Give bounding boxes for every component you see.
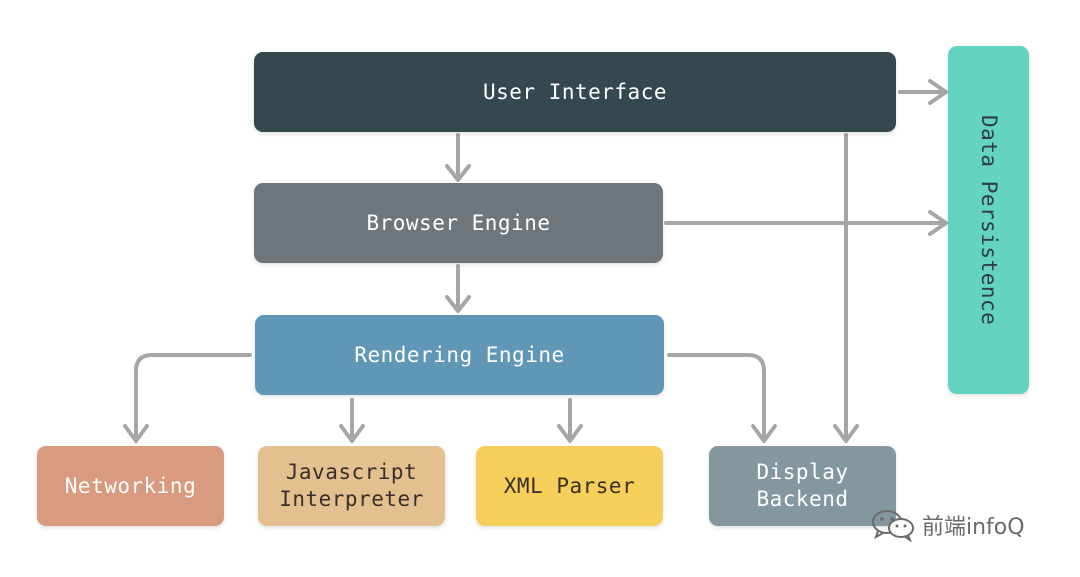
browser-engine-box: Browser Engine xyxy=(254,183,663,263)
data-persistence-box: Data Persistence xyxy=(948,46,1029,394)
rendering-engine-label: Rendering Engine xyxy=(354,342,565,367)
xml-parser-box: XML Parser xyxy=(476,446,663,526)
watermark-text: 前端infoQ xyxy=(922,515,1025,540)
javascript-interpreter-label: Javascript Interpreter xyxy=(279,460,424,511)
display-backend-label: Display Backend xyxy=(756,460,849,511)
networking-label: Networking xyxy=(64,473,197,498)
xml-parser-label: XML Parser xyxy=(503,473,636,498)
user-interface-box: User Interface xyxy=(254,52,896,132)
rendering-engine-box: Rendering Engine xyxy=(255,315,664,395)
networking-box: Networking xyxy=(37,446,224,526)
arrow-rendering-to-display xyxy=(667,353,766,442)
watermark: 前端infoQ xyxy=(870,508,1025,542)
data-persistence-label: Data Persistence xyxy=(977,114,1001,326)
arrow-rendering-to-networking xyxy=(134,353,252,442)
wechat-icon xyxy=(872,510,914,542)
user-interface-label: User Interface xyxy=(482,79,667,104)
javascript-interpreter-box: Javascript Interpreter xyxy=(258,446,445,526)
browser-engine-label: Browser Engine xyxy=(366,210,551,235)
display-backend-box: Display Backend xyxy=(709,446,896,526)
